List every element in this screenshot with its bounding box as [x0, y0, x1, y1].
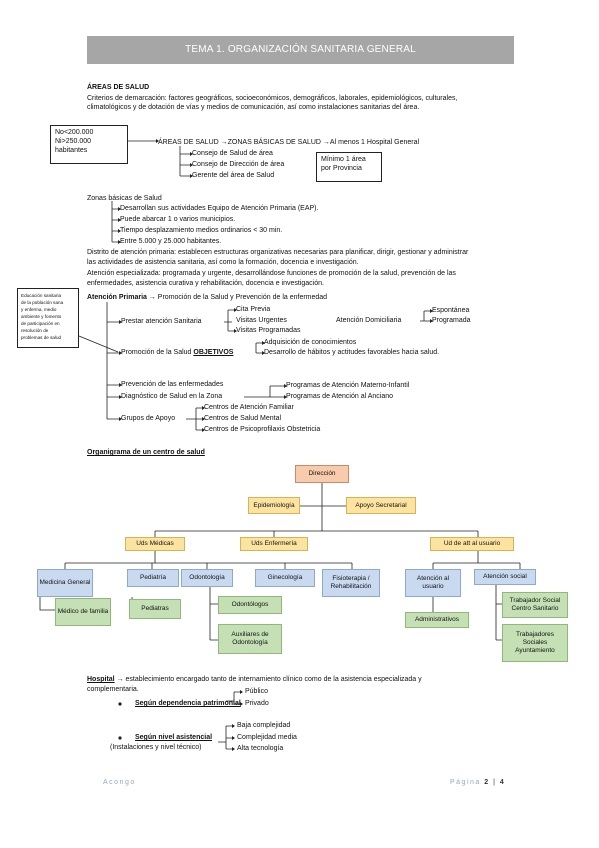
- note-line: resolución de: [21, 328, 49, 333]
- grupo-item: Centros de Salud Mental: [204, 415, 282, 422]
- dependencia-label: Según dependencia patrimonial: [135, 700, 241, 707]
- distrito-line-2: las actividades de asistencia sanitaria,…: [87, 259, 359, 266]
- page-title-banner: TEMA 1. ORGANIZACIÓN SANITARIA GENERAL: [87, 36, 514, 64]
- footer-author: Acongo: [103, 779, 136, 786]
- objetivos-label: OBJETIVOS: [193, 349, 234, 356]
- domiciliaria-item: Espontánea: [432, 307, 470, 314]
- footer-page: Página 2 | 4: [450, 779, 506, 786]
- hospital-line-1: Hospital → establecimiento encargado tan…: [87, 676, 422, 684]
- programa-item: Programas de Atención Materno-Infantil: [286, 382, 410, 389]
- grupo-item: Centros de Psicoprofilaxis Obstetricia: [204, 426, 321, 433]
- org-fisioterapia: Fisioterapia / Rehabilitación: [322, 569, 380, 597]
- grupos-label: Grupos de Apoyo: [121, 415, 176, 422]
- areas-heading: ÁREAS DE SALUD: [87, 84, 150, 91]
- hospital-label: Hospital: [87, 676, 115, 683]
- org-direccion: Dirección: [295, 465, 349, 483]
- minimum-line: Mínimo 1 área: [321, 156, 366, 163]
- atencion-primaria-rest: → Promoción de la Salud y Prevención de …: [146, 294, 328, 301]
- hospital-text: → establecimiento encargado tanto de int…: [114, 676, 422, 683]
- promocion-line: Promoción de la Salud OBJETIVOS: [121, 349, 233, 357]
- note-line: ambiente y fomento: [21, 314, 62, 319]
- nivel-label: Según nivel asistencial: [135, 734, 213, 741]
- note-line: Educación sanitaria: [21, 293, 62, 298]
- org-trabajador-social-centro: Trabajador Social Centro Sanitario: [502, 592, 568, 618]
- prevencion-label: Prevención de las enfermedades: [121, 381, 224, 388]
- zonas-item: Desarrollan sus actividades Equipo de At…: [120, 205, 319, 212]
- domiciliaria-item: Programada: [432, 317, 471, 324]
- atencion-primaria-label: Atención Primaria: [87, 294, 147, 301]
- organ-item: Consejo de Dirección de área: [192, 161, 285, 168]
- prestar-label: Prestar atención Sanitaria: [121, 318, 202, 325]
- domiciliaria-label: Atención Domiciliaria: [336, 317, 402, 324]
- education-note-box: Educación sanitaria de la población sana…: [17, 288, 79, 348]
- org-trabajadores-sociales-ayto: Trabajadores Sociales Ayuntamiento: [502, 624, 568, 662]
- dependencia-item: Privado: [245, 700, 269, 707]
- criteria-line-2: climatológicos y de dotación de vías y m…: [87, 104, 420, 111]
- org-atencion-social: Atención social: [474, 569, 536, 585]
- nivel-item: Alta tecnología: [237, 745, 284, 752]
- org-medico-familia: Médico de familia: [55, 598, 111, 626]
- org-ginecologia: Ginecología: [255, 569, 315, 587]
- minimum-line: por Provincia: [321, 165, 362, 172]
- prestar-item: Visitas Programadas: [236, 327, 301, 334]
- org-odontologos: Odontólogos: [218, 596, 282, 614]
- especializada-line-1: Atención especializada: programada y urg…: [87, 270, 456, 277]
- minimum-box: Mínimo 1 área por Provincia: [316, 152, 382, 182]
- org-administrativos: Administrativos: [405, 612, 469, 628]
- note-line: problemas de salud: [21, 335, 62, 340]
- population-line: habitantes: [55, 147, 88, 154]
- diagnostico-label: Diagnóstico de Salud en la Zona: [121, 393, 223, 400]
- org-atencion-usuario: Atención al usuario: [405, 569, 461, 597]
- atencion-primaria-line: Atención Primaria → Promoción de la Salu…: [87, 294, 327, 302]
- population-box: No<200.000 Ni>250.000 habitantes: [50, 125, 128, 164]
- org-pediatras: Pediatras: [129, 599, 181, 619]
- footer-page-number: 2: [484, 779, 490, 786]
- org-apoyo-secretarial: Apoyo Secretarial: [346, 497, 416, 514]
- org-uds-enfermeria: Uds Enfermería: [240, 537, 308, 551]
- distrito-line-1: Distrito de atención primaria: establece…: [87, 249, 469, 256]
- org-odontologia: Odontología: [181, 569, 233, 587]
- promocion-label: Promoción de la Salud: [121, 349, 194, 356]
- population-line: Ni>250.000: [55, 138, 92, 145]
- nivel-item: Complejidad media: [237, 734, 297, 741]
- criteria-line-1: Criterios de demarcación: factores geogr…: [87, 95, 458, 102]
- note-line: de participación en: [21, 321, 60, 326]
- objetivo-item: Adquisición de conocimientos: [264, 339, 357, 346]
- footer-page-label: Página: [450, 779, 485, 786]
- dependencia-item: Público: [245, 688, 268, 695]
- org-auxiliares-odontologia: Auxiliares de Odontología: [218, 624, 282, 654]
- note-line: y enferma, medio: [21, 307, 57, 312]
- zonas-item: Entre 5.000 y 25.000 habitantes.: [120, 238, 222, 245]
- hospital-line-2: complementaria.: [87, 686, 139, 693]
- org-pediatria: Pediatría: [127, 569, 179, 587]
- zonas-item: Tiempo desplazamiento medios ordinarios …: [120, 227, 283, 234]
- zonas-heading: Zonas básicas de Salud: [87, 195, 162, 202]
- organ-item: Consejo de Salud de área: [192, 150, 273, 157]
- organ-item: Gerente del área de Salud: [192, 172, 275, 179]
- note-line: de la población sana: [21, 300, 64, 305]
- programa-item: Programas de Atención al Anciano: [286, 393, 394, 400]
- org-ud-usuario: Ud de att al usuario: [430, 537, 514, 551]
- grupo-item: Centros de Atención Familiar: [204, 404, 294, 411]
- especializada-line-2: enfermedades, asistencia curativa y reha…: [87, 280, 324, 287]
- org-uds-medicas: Uds Médicas: [125, 537, 185, 551]
- nivel-sublabel: (Instalaciones y nivel técnico): [110, 744, 202, 751]
- prestar-item: Cita Previa: [236, 306, 271, 313]
- population-line: No<200.000: [55, 129, 94, 136]
- organigram-heading: Organigrama de un centro de salud: [87, 449, 205, 456]
- org-medicina-general: Medicina General: [37, 569, 93, 597]
- footer-page-total: 4: [499, 779, 506, 786]
- nivel-item: Baja complejidad: [237, 722, 291, 729]
- zonas-item: Puede abarcar 1 o varios municipios.: [120, 216, 236, 223]
- areas-chain: ÁREAS DE SALUD →ZONAS BÁSICAS DE SALUD →…: [158, 139, 420, 146]
- objetivo-item: Desarrollo de hábitos y actitudes favora…: [264, 349, 440, 356]
- prestar-item: Visitas Urgentes: [236, 317, 287, 324]
- org-epidemiologia: Epidemiología: [248, 497, 300, 514]
